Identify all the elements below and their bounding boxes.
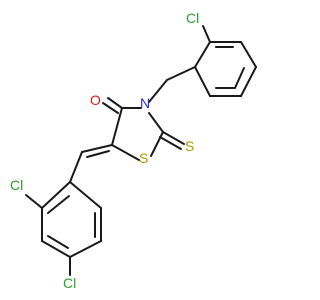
bond xyxy=(240,66,257,97)
bond xyxy=(69,151,83,183)
bond xyxy=(111,144,140,161)
atom-label-cl-top: Cl xyxy=(186,10,199,26)
bond xyxy=(194,66,211,97)
bond xyxy=(81,144,113,153)
bond xyxy=(69,181,102,209)
atom-label-cl-para: Cl xyxy=(63,275,76,291)
bond xyxy=(25,194,43,209)
bond xyxy=(234,67,245,89)
atom-label-s-thione: S xyxy=(185,138,194,154)
bond xyxy=(202,25,211,43)
bond xyxy=(69,240,102,258)
molecule-diagram: Cl O N S S Cl Cl xyxy=(10,10,257,291)
bond xyxy=(107,97,123,109)
bond xyxy=(47,195,70,214)
bond xyxy=(194,41,211,68)
bond xyxy=(102,102,119,114)
bond xyxy=(166,66,196,81)
atom-label-o: O xyxy=(90,92,101,108)
bond xyxy=(41,240,71,258)
bond xyxy=(162,131,185,145)
bond xyxy=(148,79,168,103)
bond xyxy=(41,181,71,209)
structure-svg: Cl O N S S Cl Cl xyxy=(10,10,257,291)
atom-labels: Cl O N S S Cl Cl xyxy=(10,10,199,291)
bond xyxy=(86,150,110,158)
bond xyxy=(150,131,164,157)
bond xyxy=(159,136,182,150)
bonds xyxy=(25,25,257,276)
bond xyxy=(47,235,69,249)
bond xyxy=(240,41,257,68)
bond xyxy=(148,112,164,133)
atom-label-n: N xyxy=(140,95,150,111)
atom-label-s-ring: S xyxy=(139,150,148,166)
atom-label-cl-ortho: Cl xyxy=(10,177,23,193)
bond xyxy=(111,107,123,146)
